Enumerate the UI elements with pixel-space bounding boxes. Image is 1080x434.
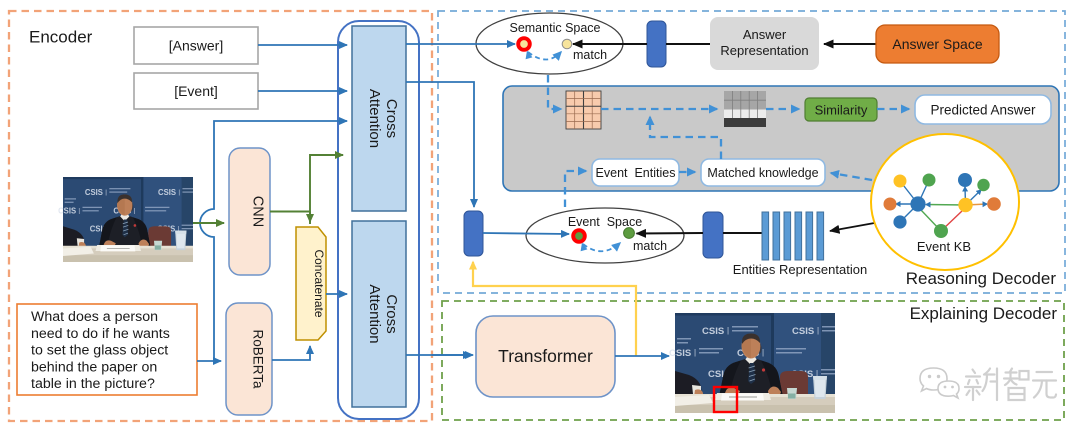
svg-text:CNN: CNN [250, 196, 266, 227]
svg-text:CrossAttention: CrossAttention [366, 89, 400, 148]
svg-text:CSIS: CSIS [792, 326, 814, 337]
svg-text:table in the picture?: table in the picture? [31, 376, 155, 392]
svg-text:need to do if he wants: need to do if he wants [31, 326, 170, 342]
svg-text:|: | [727, 326, 729, 335]
svg-text:CrossAttention: CrossAttention [366, 284, 400, 343]
svg-text:|: | [817, 326, 819, 335]
svg-text:Similarity: Similarity [815, 103, 868, 118]
svg-text:Answer: Answer [743, 27, 787, 42]
svg-text:match: match [573, 48, 607, 62]
svg-text:Event Entities: Event Entities [596, 166, 676, 180]
svg-text:CSIS: CSIS [708, 369, 730, 380]
svg-text:Concatenate: Concatenate [312, 249, 326, 317]
svg-text:|: | [762, 348, 764, 357]
svg-text:CSIS: CSIS [702, 326, 724, 337]
svg-text:Semantic Space: Semantic Space [509, 21, 600, 35]
svg-text:|: | [816, 369, 818, 378]
svg-text:Event Space: Event Space [568, 215, 642, 229]
svg-text:to set the glass object: to set the glass object [31, 343, 168, 359]
svg-text:CSIS: CSIS [669, 348, 691, 359]
svg-text:Explaining Decoder: Explaining Decoder [910, 304, 1058, 323]
svg-text:Matched knowledge: Matched knowledge [707, 166, 818, 180]
svg-text:[Answer]: [Answer] [169, 38, 223, 54]
svg-text:behind the paper on: behind the paper on [31, 359, 157, 375]
svg-text:Reasoning Decoder: Reasoning Decoder [906, 269, 1057, 288]
svg-text:Entities Representation: Entities Representation [733, 262, 867, 277]
svg-text:Encoder: Encoder [29, 28, 93, 47]
svg-text:Transformer: Transformer [498, 346, 593, 366]
svg-text:Answer Space: Answer Space [892, 36, 982, 52]
svg-text:What does a person: What does a person [31, 309, 158, 325]
svg-text:Event KB: Event KB [917, 239, 971, 254]
svg-text:[Event]: [Event] [174, 83, 218, 99]
svg-text:Predicted Answer: Predicted Answer [930, 103, 1036, 118]
svg-text:match: match [633, 239, 667, 253]
svg-text:Representation: Representation [720, 43, 808, 58]
svg-text:RoBERTa: RoBERTa [251, 329, 266, 389]
svg-text:|: | [694, 348, 696, 357]
